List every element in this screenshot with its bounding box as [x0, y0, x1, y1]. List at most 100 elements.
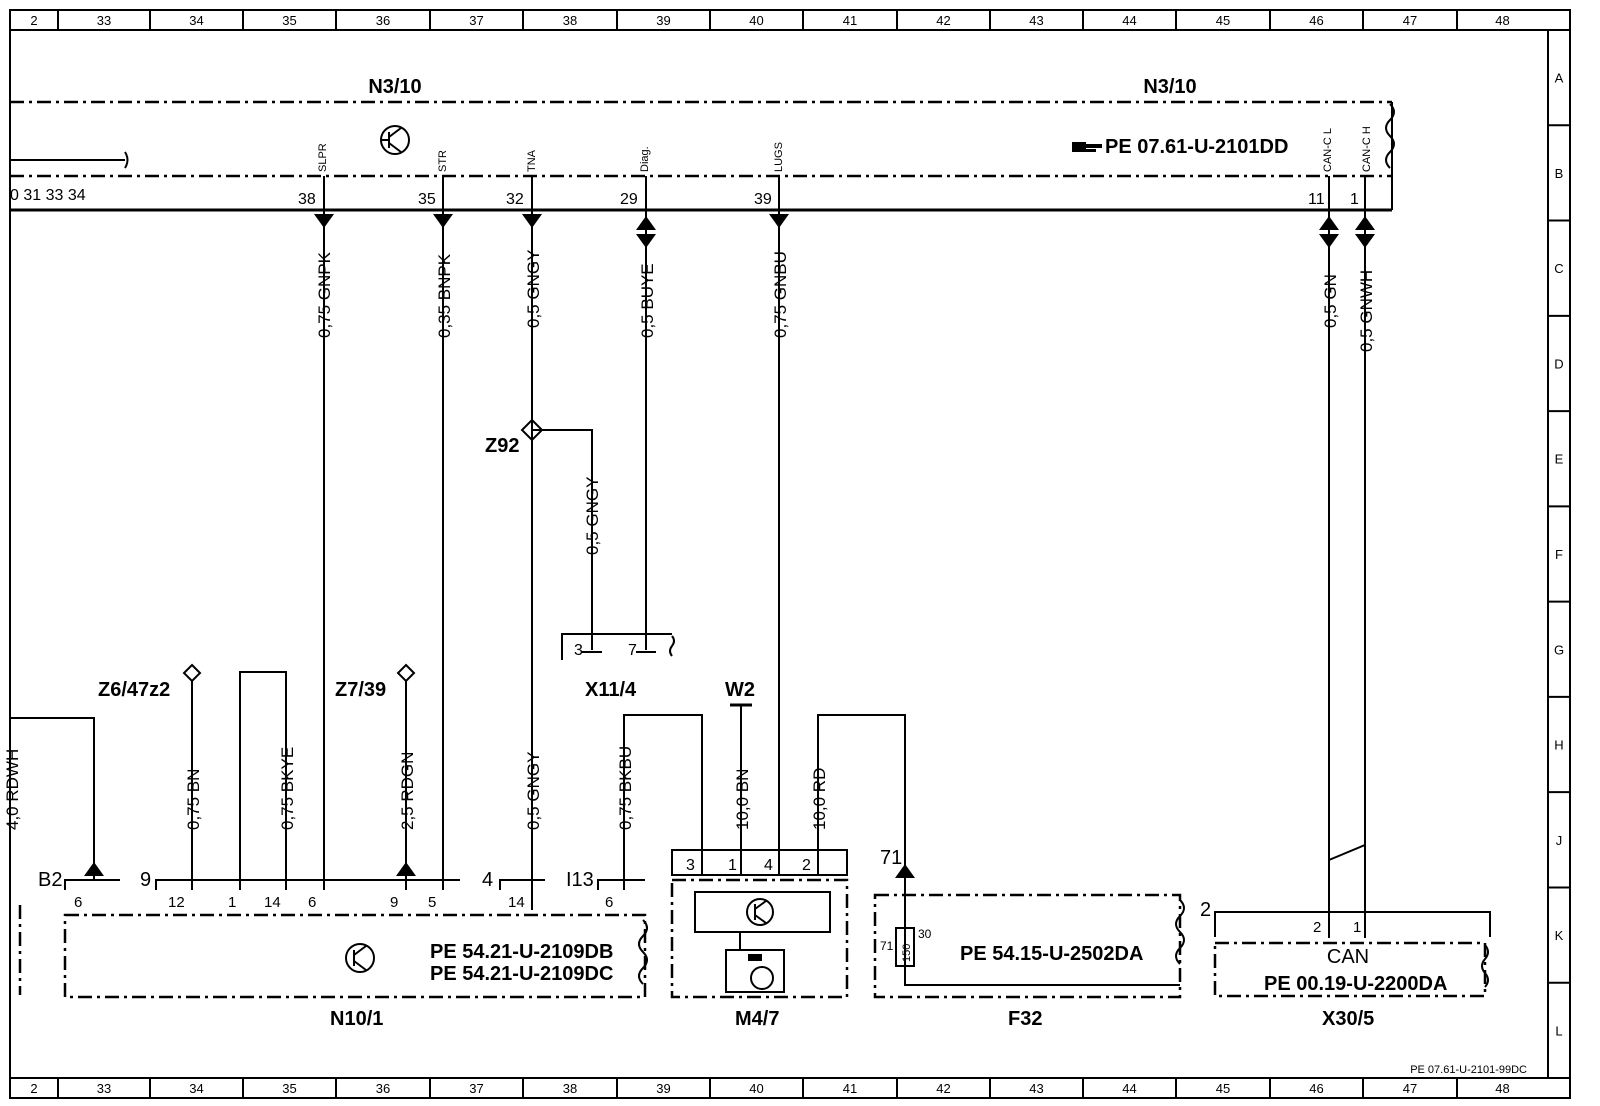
column-label: 45	[1216, 13, 1230, 28]
column-label: 39	[656, 1081, 670, 1096]
column-label: 34	[189, 1081, 203, 1096]
x30-reference: PE 00.19-U-2200DA	[1264, 973, 1447, 995]
column-label: 2	[30, 13, 37, 28]
column-label: 48	[1495, 13, 1509, 28]
wire-f32-internal	[904, 880, 1180, 986]
row-label: C	[1554, 261, 1563, 276]
label-wire-gngy-lower: 0,5 GNGY	[524, 752, 543, 830]
pin-38: 38	[298, 191, 316, 208]
n10-pin-9b: 9	[390, 894, 398, 911]
n10-pin-6: 6	[308, 894, 316, 911]
n10-reference-1: PE 54.21-U-2109DB	[430, 941, 613, 963]
label-wire-rdwh: 4,0 RDWH	[3, 749, 22, 830]
row-label: A	[1555, 71, 1564, 86]
row-label: G	[1554, 642, 1564, 657]
column-label: 33	[97, 1081, 111, 1096]
m4-pin-2: 2	[802, 857, 811, 874]
n10-pin-12: 12	[168, 894, 185, 911]
n3-reference: PE 07.61-U-2101DD	[1105, 136, 1288, 158]
x30-pin-2: 2	[1313, 919, 1321, 936]
frame	[9, 9, 1571, 1099]
label-wire-bkye: 0,75 BKYE	[278, 747, 297, 830]
x11-pin-3: 3	[574, 642, 583, 659]
m4-pin-4: 4	[764, 857, 773, 874]
label-x30: X30/5	[1322, 1008, 1374, 1030]
wire-can-twist	[1328, 843, 1366, 938]
column-label: 40	[749, 1081, 763, 1096]
column-label: 2	[30, 1081, 37, 1096]
transistor-icon	[746, 898, 774, 926]
column-label: 41	[843, 1081, 857, 1096]
connector-arrows	[84, 214, 1375, 878]
wire-bkye-loop	[239, 671, 287, 890]
label-wire-buye: 0,5 BUYE	[638, 263, 657, 338]
label-m4: M4/7	[735, 1008, 779, 1030]
n10-pin-6b: 6	[605, 894, 613, 911]
x11-pin-7: 7	[628, 642, 637, 659]
column-label: 35	[282, 13, 296, 28]
n10-pin-4: 4	[482, 869, 493, 891]
row-label: L	[1555, 1023, 1562, 1038]
n3-label-right: N3/10	[1143, 76, 1196, 98]
pin-11: 11	[1308, 191, 1325, 208]
row-label: E	[1555, 452, 1564, 467]
pin-label-lugs: LUGS	[773, 142, 785, 172]
n3-left-pin-numbers: 0 31 33 34	[10, 187, 86, 204]
pin-label-tna: TNA	[526, 149, 538, 172]
row-label: J	[1556, 833, 1563, 848]
label-wire-10-bn: 10,0 BN	[733, 769, 752, 830]
label-wire-gn: 0,5 GN	[1321, 274, 1340, 328]
fuse-rating: 150	[901, 944, 913, 962]
column-label: 46	[1309, 13, 1323, 28]
transistor-icon	[380, 125, 410, 155]
row-label: K	[1555, 928, 1564, 943]
row-label: H	[1554, 738, 1563, 753]
label-wire-bnpk: 0,35 BNPK	[435, 253, 454, 338]
row-label: F	[1555, 547, 1563, 562]
pin-label-can-l: CAN-C L	[1322, 128, 1334, 172]
column-label: 35	[282, 1081, 296, 1096]
component-labels: Z92 Z6/47z2 Z7/39 X11/4 W2 N10/1 M4/7 F3…	[98, 435, 1374, 1030]
column-label: 47	[1403, 13, 1417, 28]
x30-pin-2-label: 2	[1200, 899, 1211, 921]
column-label: 46	[1309, 1081, 1323, 1096]
n10-b2-pin-6: 6	[74, 894, 82, 911]
label-wire-gngy: 0,5 GNGY	[524, 250, 543, 328]
x30-can-label: CAN	[1327, 946, 1369, 968]
pin-29: 29	[620, 191, 638, 208]
column-label: 36	[376, 13, 390, 28]
n10-pin-1: 1	[228, 894, 236, 911]
pin-label-can-h: CAN-C H	[1361, 126, 1373, 172]
m4-pin-3: 3	[686, 857, 695, 874]
n3-internal-break	[124, 151, 129, 169]
column-label: 34	[189, 13, 203, 28]
label-w2: W2	[725, 679, 755, 701]
column-label: 39	[656, 13, 670, 28]
label-x11: X11/4	[585, 679, 637, 701]
m4-pin-1: 1	[728, 857, 737, 874]
n10-pin-9: 9	[140, 869, 151, 891]
wire-rdwh	[10, 717, 95, 880]
column-label: 48	[1495, 1081, 1509, 1096]
m4-unit: 3 1 4 2	[670, 849, 849, 999]
column-label: 42	[936, 13, 950, 28]
n10-pin-i13: I13	[566, 869, 594, 891]
pin-label-diag: Diag.	[639, 146, 651, 172]
f32-pin-71: 71	[880, 847, 902, 869]
n10-unit: B2 9 4 I13 6 12 1 14 6 9 5 14 6 PE 54.21…	[18, 869, 648, 999]
n10-pin-14: 14	[264, 894, 281, 911]
n10-reference-2: PE 54.21-U-2109DC	[430, 963, 613, 985]
f32-reference: PE 54.15-U-2502DA	[960, 943, 1143, 965]
x30-unit: 2 2 1 CAN PE 00.19-U-2200DA	[1200, 899, 1491, 998]
column-label: 43	[1029, 1081, 1043, 1096]
column-label: 44	[1122, 13, 1136, 28]
column-label: 33	[97, 13, 111, 28]
pin-label-str: STR	[437, 150, 449, 172]
pin-32: 32	[506, 191, 524, 208]
column-label: 38	[563, 13, 577, 28]
wire-bkbu	[623, 714, 703, 890]
